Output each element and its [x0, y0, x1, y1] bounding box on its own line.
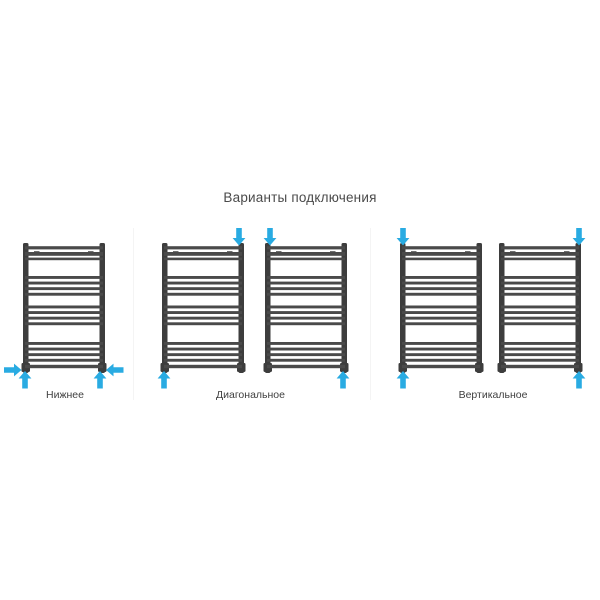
page-title: Варианты подключения: [223, 190, 377, 205]
group-label-diagonal: Диагональное: [216, 389, 285, 401]
group-divider-left: [133, 228, 134, 400]
arrow-top-right-down-d1: [232, 228, 246, 246]
radiator-diagonal-left: [159, 243, 247, 373]
arrow-top-left-down-v1: [396, 228, 410, 246]
arrow-bottom-left-up-v1: [396, 371, 410, 389]
arrow-bottom-right-up-v2: [572, 371, 586, 389]
arrow-bottom-right-up-d2: [336, 371, 350, 389]
arrow-bottom-left-up: [18, 371, 32, 389]
radiator-vertical-right: [496, 243, 584, 373]
arrow-bottom-left-up-d1: [157, 371, 171, 389]
arrow-side-left-in: [4, 363, 22, 377]
arrow-side-right-in: [106, 363, 124, 377]
radiator-vertical-left: [397, 243, 485, 373]
arrow-top-right-down-v2: [572, 228, 586, 246]
group-divider-right: [370, 228, 371, 400]
radiator-bottom-connection: [20, 243, 108, 373]
radiator-diagonal-right: [262, 243, 350, 373]
group-label-bottom: Нижнее: [46, 389, 84, 401]
arrow-top-left-down-d2: [263, 228, 277, 246]
group-label-vertical: Вертикальное: [458, 389, 528, 401]
arrow-bottom-right-up: [93, 371, 107, 389]
